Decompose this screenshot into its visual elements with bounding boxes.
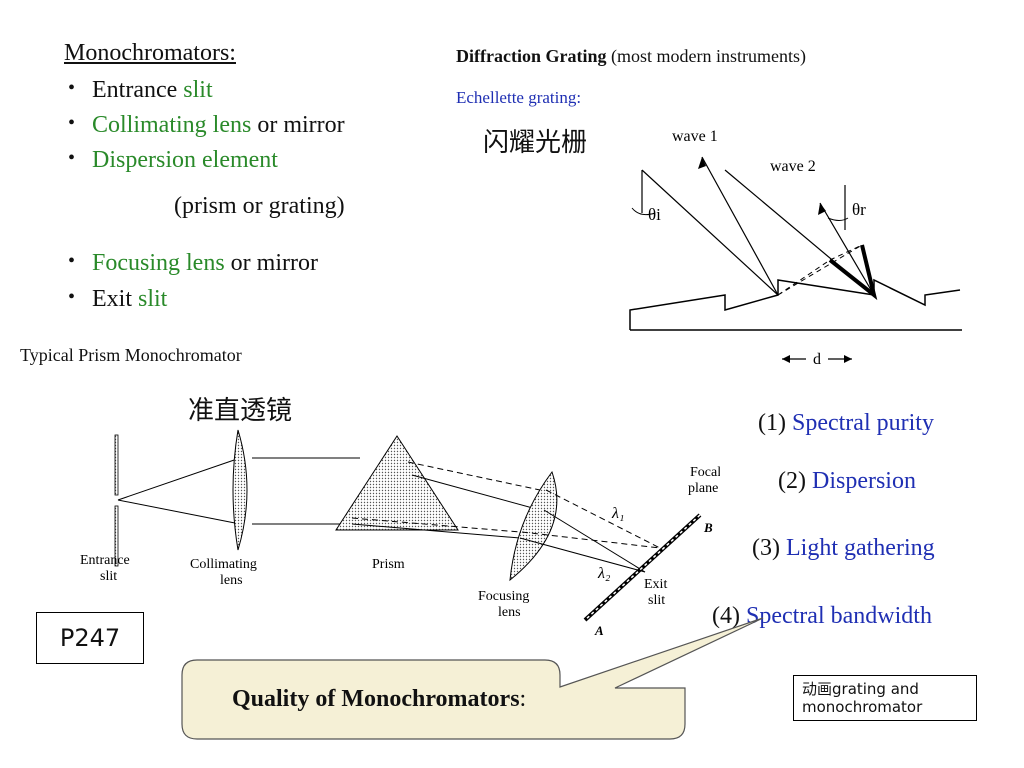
prism-label: Prism [372,557,405,572]
monochromators-list-continued: Focusing lens or mirror Exit slit [66,251,444,321]
ray-lambda2-bottom [351,523,521,539]
page-reference-box: P247 [36,612,144,664]
echellette-label: Echellette grating: [456,88,582,107]
dashed-line-1 [777,259,831,296]
dashed-line-3 [777,244,863,296]
theta-i-label: θi [648,205,661,224]
theta-i-arc [631,207,656,216]
exit-label: Exit [644,577,667,592]
quality-item-4: (4) Spectral bandwidth [712,603,932,629]
ray-slit-top [117,457,241,501]
monochromators-list: Entrance slit Collimating lens or mirror… [66,78,444,193]
note-line-1: 动画grating and [802,680,919,698]
ray-to-b-1 [545,489,661,549]
wave-1-label: wave 1 [672,128,718,145]
d-arrow-right-head [844,355,852,363]
list-item: Dispersion element [66,148,444,193]
exit-label-2: slit [648,593,665,608]
d-arrow-left-head [782,355,790,363]
page-reference: P247 [59,624,121,652]
monochromators-heading: Monochromators: [64,40,236,66]
focal-plane-inner [584,514,701,621]
list-subitem: (prism or grating) [174,193,345,219]
chinese-grating-label: 闪耀光栅 [483,128,588,158]
list-item: Exit slit [66,287,444,321]
focusing-lens [509,470,558,582]
ray-slit-bottom [117,499,241,525]
dashed-line-2 [829,244,863,261]
ray-to-a-1 [543,509,646,573]
prism-monochromator-diagram: Entrance slit Collimating lens Prism Foc… [80,429,720,638]
ray-to-b-2 [521,531,661,549]
b-label: B [703,520,713,535]
quality-item-3: (3) Light gathering [752,535,935,561]
focusing-label: Focusing [478,589,529,604]
entrance-label: Entrance [80,553,130,568]
entrance-slit-top [114,434,119,496]
path-difference [828,244,878,301]
ray-lambda1-top [407,461,541,491]
animation-note: 动画grating and monochromator [793,675,977,721]
grating-profile [629,278,962,331]
a-label: A [594,623,604,638]
ray-lambda1-bottom [351,517,521,533]
wave-2-label: wave 2 [770,158,816,175]
note-line-2: monochromator [802,698,923,716]
collimating-label-2: lens [220,573,243,588]
callout-text: Quality of Monochromators: [232,686,527,712]
list-item: Entrance slit [66,78,444,113]
focal-label-2: plane [688,481,718,496]
arrow-head-2 [818,203,826,215]
d-label: d [813,351,821,368]
theta-r-arc [827,217,849,221]
lambda2-label: λ₂ [597,565,611,582]
diffracted-ray-1 [701,156,779,296]
prism [335,435,459,531]
collimating-label: Collimating [190,557,257,572]
callout-shape [181,617,764,740]
theta-r-label: θr [852,200,866,219]
entrance-label-2: slit [100,569,117,584]
incident-ray-1 [641,169,779,296]
grating-title: Diffraction Grating (most modern instrum… [456,46,806,66]
collimating-lens [232,429,248,551]
chinese-collimating-label: 准直透镜 [188,396,293,426]
ray-lambda2-top [411,474,541,511]
echellette-grating-diagram: wave 1 wave 2 θi θr d [629,128,962,368]
focal-label: Focal [690,465,720,480]
list-item: Focusing lens or mirror [66,251,444,287]
quality-callout [181,617,764,740]
ray-to-a-2 [519,537,646,573]
prism-title: Typical Prism Monochromator [20,345,242,365]
quality-item-1: (1) Spectral purity [758,410,934,436]
quality-item-2: (2) Dispersion [778,468,916,494]
list-item: Collimating lens or mirror [66,113,444,148]
lambda1-label: λ₁ [611,505,625,522]
arrow-head-1 [698,157,706,169]
diffracted-ray-2 [819,202,875,296]
focusing-label-2: lens [498,605,521,620]
monochromators-section: Monochromators: Entrance slit Collimatin… [64,40,444,321]
entrance-slit-bottom [114,505,119,567]
